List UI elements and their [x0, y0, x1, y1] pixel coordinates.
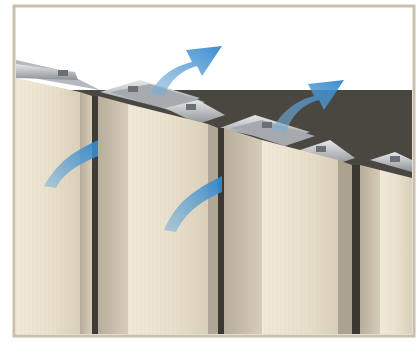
panel-4	[360, 165, 412, 339]
panel-1	[16, 78, 98, 339]
panel-2	[98, 96, 224, 339]
